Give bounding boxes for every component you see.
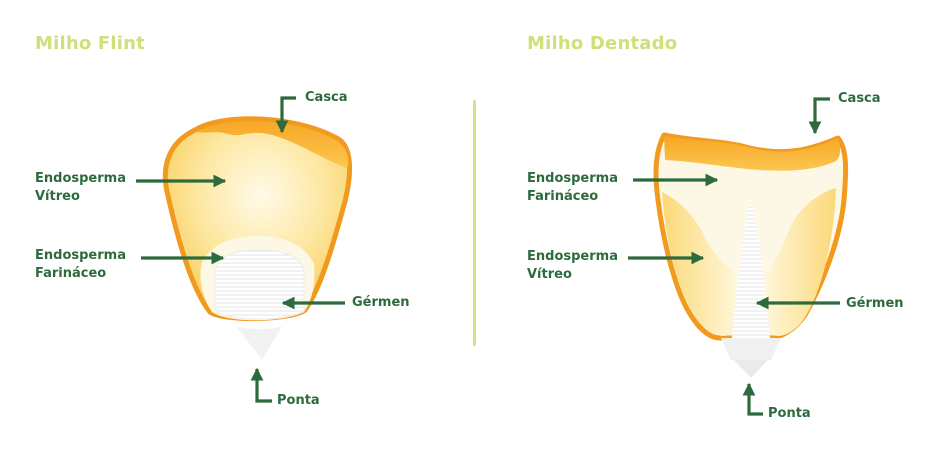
dentado-vitreo-right bbox=[766, 188, 836, 336]
dentado-endosperma-vitreo-line1: Endosperma bbox=[527, 249, 618, 264]
flint-endosperma-farinaceo-line2: Farináceo bbox=[35, 266, 107, 281]
flint-title: Milho Flint bbox=[35, 33, 145, 54]
dentado-casca-label: Casca bbox=[838, 91, 881, 106]
dentado-ponta-label: Ponta bbox=[768, 406, 811, 421]
dentado-casca-arrow bbox=[808, 97, 830, 135]
flint-germen bbox=[214, 249, 305, 320]
flint-endosperma-farinaceo-label: Endosperma Farináceo bbox=[35, 247, 126, 283]
flint-casca-cap bbox=[197, 120, 349, 168]
flint-germen-label: Gérmen bbox=[352, 295, 410, 310]
dentado-title: Milho Dentado bbox=[527, 33, 678, 54]
flint-casca-arrow bbox=[275, 96, 296, 134]
flint-endosperma-vitreo-line1: Endosperma bbox=[35, 171, 126, 186]
flint-ponta-label: Ponta bbox=[277, 393, 320, 408]
dentado-casca-cap bbox=[664, 136, 841, 171]
flint-endosperma-vitreo-label: Endosperma Vítreo bbox=[35, 170, 126, 206]
flint-endosperma-vitreo-line2: Vítreo bbox=[35, 189, 80, 204]
dentado-ponta bbox=[734, 360, 768, 378]
dentado-germen-base bbox=[721, 338, 781, 360]
flint-ponta-arrow bbox=[250, 367, 272, 403]
flint-casca-label: Casca bbox=[305, 90, 348, 105]
dentado-endosperma-farinaceo-line2: Farináceo bbox=[527, 189, 599, 204]
dentado-endosperma-farinaceo-line1: Endosperma bbox=[527, 171, 618, 186]
flint-kernel bbox=[162, 116, 353, 360]
center-divider bbox=[473, 100, 476, 346]
dentado-germen-label: Gérmen bbox=[846, 296, 904, 311]
flint-endosperma-farinaceo-line1: Endosperma bbox=[35, 248, 126, 263]
dentado-endosperma-vitreo-label: Endosperma Vítreo bbox=[527, 248, 618, 284]
flint-ponta bbox=[236, 326, 282, 360]
dentado-endosperma-vitreo-line2: Vítreo bbox=[527, 267, 572, 282]
dentado-ponta-arrow bbox=[742, 382, 763, 416]
dentado-endosperma-farinaceo-label: Endosperma Farináceo bbox=[527, 170, 618, 206]
